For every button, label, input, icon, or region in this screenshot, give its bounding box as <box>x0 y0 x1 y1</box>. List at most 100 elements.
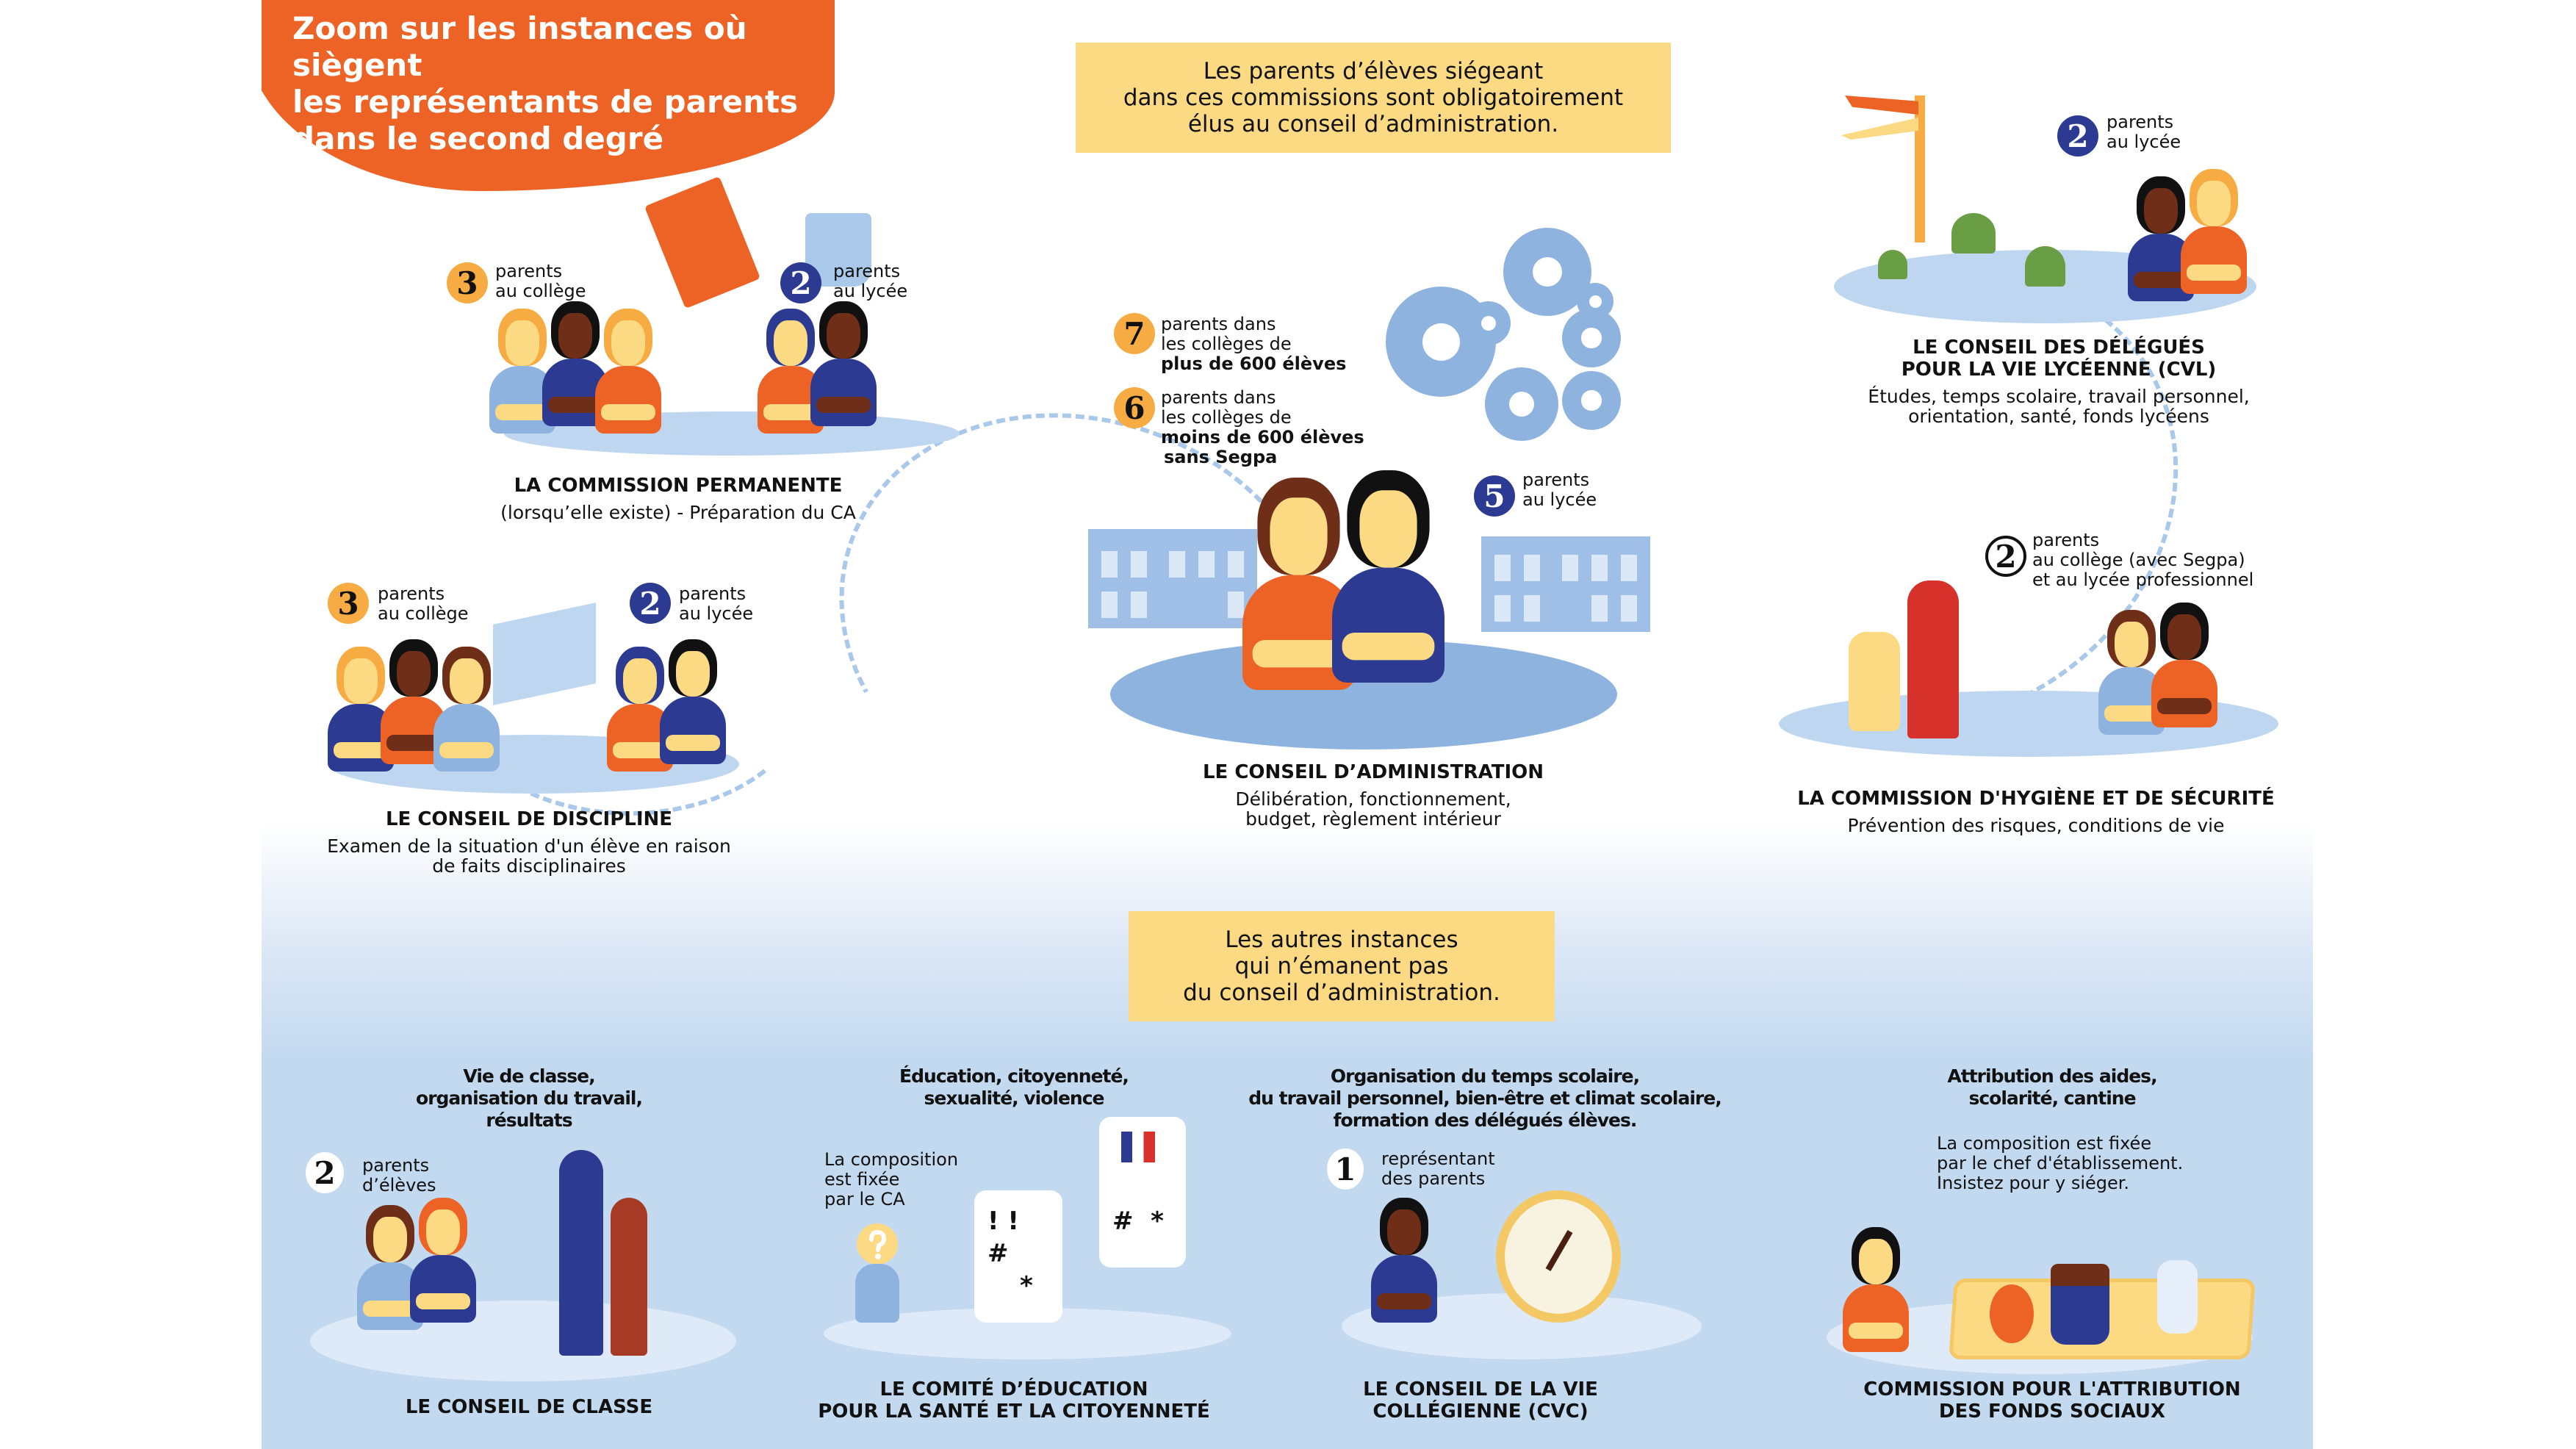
badge-number: 2 <box>306 1152 344 1193</box>
badge-text: parents dans <box>1161 387 1276 408</box>
person-figure <box>328 647 394 772</box>
badge-text: sans Segpa <box>1164 447 1278 467</box>
person-figure <box>381 639 447 764</box>
teacher-figure <box>559 1150 603 1356</box>
section-title: LA COMMISSION D'HYGIÈNE ET DE SÉCURITÉ <box>1797 788 2275 810</box>
school-building-icon <box>1088 529 1257 628</box>
badge-text: au lycée <box>679 603 754 624</box>
badge-text: les collèges de <box>1161 407 1292 428</box>
badge-text: parents <box>1522 470 1590 490</box>
badge-text: moins de 600 élèves <box>1161 427 1364 447</box>
title-line: POUR LA VIE LYCÉENNE (CVL) <box>1901 359 2217 381</box>
badge-number: 6 <box>1114 387 1155 428</box>
title-line: LE CONSEIL DE LA VIE <box>1363 1378 1598 1401</box>
person-figure <box>855 1264 899 1323</box>
dessert-cup-icon <box>2051 1264 2109 1345</box>
topic-line: formation des délégués élèves. <box>1333 1110 1638 1131</box>
connector-line <box>445 558 813 816</box>
title-line: DES FONDS SOCIAUX <box>1938 1401 2166 1423</box>
gear-icon <box>1562 371 1621 430</box>
badge-number: 1 <box>1327 1148 1364 1190</box>
speech-bubble: # * <box>1099 1117 1186 1268</box>
title-line: COMMISSION POUR L'ATTRIBUTION <box>1863 1378 2241 1401</box>
cleaning-bottle-icon <box>1849 632 1900 731</box>
badge-text: au collège <box>495 281 586 301</box>
section-description: Prévention des risques, conditions de vi… <box>1847 815 2225 836</box>
signpost-icon <box>1915 96 1925 242</box>
topic-text: Vie de classe,organisation du travail,ré… <box>345 1065 713 1132</box>
note-line: est fixée <box>824 1169 900 1190</box>
title-line: les représentants de parents <box>292 84 799 120</box>
topic-line: Éducation, citoyenneté, <box>899 1065 1129 1087</box>
title-line: LE CONSEIL DE CLASSE <box>405 1396 653 1418</box>
desc-line: Délibération, fonctionnement, <box>1235 788 1511 810</box>
intro-note-box: Les parents d’élèves siégeant dans ces c… <box>1076 43 1671 153</box>
desc-line: orientation, santé, fonds lycéens <box>1908 406 2209 427</box>
badge-text: au lycée <box>833 281 908 301</box>
bubble-symbol: ! ! <box>987 1207 1019 1236</box>
section-title: LA COMMISSION PERMANENTE <box>514 475 843 497</box>
note-line: dans ces commissions sont obligatoiremen… <box>1123 85 1624 111</box>
badge-text: d’élèves <box>362 1175 436 1195</box>
badge-text: parents <box>378 583 445 604</box>
bubble-symbol: * <box>1020 1271 1033 1301</box>
plant-icon <box>2025 246 2065 287</box>
desc-line: budget, règlement intérieur <box>1245 808 1501 830</box>
badge-number: 7 <box>1114 313 1155 354</box>
glass-icon <box>2157 1260 2198 1334</box>
badge-text: au collège (avec Segpa) <box>2032 550 2245 570</box>
section-description: Examen de la situation d'un élève en rai… <box>272 836 786 876</box>
section-title: LE CONSEIL D’ADMINISTRATION <box>1202 761 1544 783</box>
badge-text: représentant <box>1381 1148 1495 1169</box>
plant-icon <box>1951 213 1996 254</box>
topic-text: Attribution des aides,scolarité, cantine <box>1832 1065 2273 1110</box>
page-title: Zoom sur les instances où siègent les re… <box>292 10 851 157</box>
person-figure <box>2181 169 2247 294</box>
note-line: élus au conseil d’administration. <box>1187 111 1559 137</box>
badge-text: au collège <box>378 603 469 624</box>
badge-text: au lycée <box>2107 132 2181 152</box>
topic-line: résultats <box>486 1110 572 1131</box>
person-figure <box>2151 603 2217 727</box>
badge-text: les collèges de <box>1161 334 1292 354</box>
person-figure <box>433 647 500 772</box>
badge-text: parents <box>495 261 563 281</box>
topic-line: du travail personnel, bien-être et clima… <box>1248 1087 1721 1109</box>
clock-icon <box>1496 1190 1621 1323</box>
person-figure <box>410 1198 476 1323</box>
person-figure <box>542 301 608 426</box>
person-figure <box>1371 1198 1437 1323</box>
badge-text: parents <box>2032 530 2100 550</box>
badge-text: parents <box>679 583 746 604</box>
signpost-arrow <box>1845 96 1918 115</box>
badge-text: parents <box>362 1155 430 1176</box>
badge-text: parents dans <box>1161 314 1276 334</box>
gear-icon <box>1467 301 1511 345</box>
bubble-symbol: # <box>987 1239 1009 1268</box>
note-line: qui n’émanent pas <box>1234 953 1449 979</box>
section-description: Études, temps scolaire, travail personne… <box>1780 386 2313 426</box>
notebook-icon <box>644 176 761 309</box>
badge-text: parents <box>2107 112 2174 132</box>
topic-text: Éducation, citoyenneté,sexualité, violen… <box>830 1065 1198 1110</box>
badge-text: au lycée <box>1522 489 1597 510</box>
topic-line: Vie de classe, <box>463 1065 595 1087</box>
topic-text: Organisation du temps scolaire,du travai… <box>1198 1065 1771 1132</box>
title-line: dans le second degré <box>292 121 664 157</box>
person-figure <box>1332 470 1445 683</box>
note-line: Les parents d’élèves siégeant <box>1203 58 1544 85</box>
french-flag-icon <box>1121 1132 1155 1162</box>
title-banner <box>262 0 835 191</box>
title-line: LE COMITÉ D’ÉDUCATION <box>879 1378 1148 1401</box>
signpost-arrow <box>1841 118 1918 140</box>
badge-number: 2 <box>780 262 821 303</box>
topic-line: Organisation du temps scolaire, <box>1330 1065 1640 1087</box>
